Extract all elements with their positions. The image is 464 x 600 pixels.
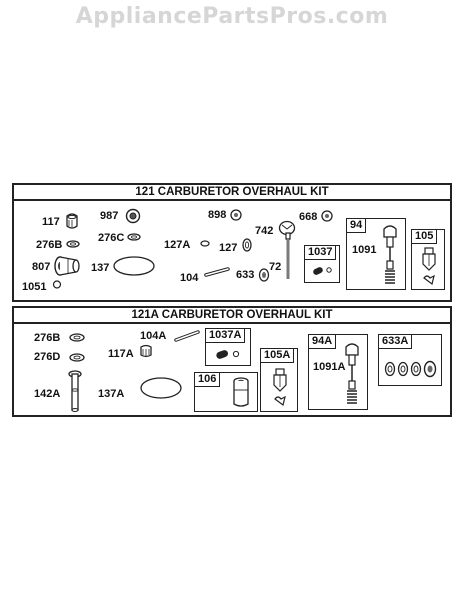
box-106: 106 (194, 372, 258, 412)
label-104: 104 (180, 272, 199, 284)
box-94-label: 94 (346, 218, 367, 233)
part-1051-drawing (52, 280, 62, 289)
label-117: 117 (42, 216, 60, 228)
kit-121-title: 121 CARBURETOR OVERHAUL KIT (14, 185, 450, 201)
part-72-drawing (285, 232, 291, 279)
box-94: 94 1091 (346, 218, 406, 290)
part-276b-drawing (66, 240, 80, 248)
label-104a: 104A (140, 330, 167, 342)
part-1037a-drawing (216, 350, 240, 359)
label-1091a: 1091A (313, 361, 346, 373)
box-633a-label: 633A (378, 334, 413, 349)
box-94a-label: 94A (308, 334, 337, 349)
part-105-drawing (422, 247, 436, 286)
label-987: 987 (100, 210, 119, 222)
label-276b-a: 276B (34, 332, 61, 344)
part-668-drawing (321, 210, 333, 222)
label-276b: 276B (36, 239, 63, 251)
watermark: AppliancePartsPros.com (75, 4, 389, 29)
part-117-drawing (66, 213, 78, 229)
label-898: 898 (208, 209, 227, 221)
part-137-drawing (113, 256, 155, 276)
part-127a-drawing (200, 240, 210, 247)
part-117a-drawing (140, 344, 152, 358)
part-276b-a-drawing (69, 333, 85, 342)
label-742: 742 (255, 225, 274, 237)
part-142a-drawing (68, 370, 82, 413)
label-276d: 276D (34, 351, 61, 363)
part-137a-drawing (140, 377, 182, 399)
box-105: 105 (411, 229, 445, 290)
part-104a-drawing (174, 330, 200, 342)
part-987-drawing (125, 208, 141, 224)
part-106-drawing (233, 377, 249, 407)
label-1051: 1051 (22, 281, 47, 293)
label-668: 668 (299, 211, 318, 223)
part-94a-drawing (345, 343, 359, 404)
part-1037-drawing (313, 267, 332, 275)
part-127-drawing (242, 238, 252, 252)
label-807: 807 (32, 261, 51, 273)
label-127a: 127A (164, 239, 191, 251)
box-105-label: 105 (411, 229, 438, 244)
part-898-drawing (230, 209, 242, 221)
label-127: 127 (219, 242, 238, 254)
box-1037a: 1037A (205, 328, 251, 366)
label-137a: 137A (98, 388, 125, 400)
box-633a: 633A (378, 334, 442, 386)
label-276c: 276C (98, 232, 125, 244)
part-94-drawing (383, 225, 397, 284)
box-1037: 1037 (304, 245, 340, 283)
label-633: 633 (236, 269, 255, 281)
kit-121-panel: 121 CARBURETOR OVERHAUL KIT 117 987 898 … (12, 183, 452, 302)
part-276d-drawing (69, 353, 85, 362)
box-1037a-label: 1037A (205, 328, 246, 343)
kit-121a-panel: 121A CARBURETOR OVERHAUL KIT 276B 104A 2… (12, 306, 452, 417)
box-94a: 94A 1091A (308, 334, 368, 410)
label-137: 137 (91, 262, 110, 274)
box-106-label: 106 (194, 372, 221, 387)
part-104-drawing (204, 267, 230, 277)
kit-121a-title: 121A CARBURETOR OVERHAUL KIT (14, 308, 450, 324)
part-807-drawing (54, 256, 80, 276)
part-742-drawing (278, 220, 296, 236)
part-633-drawing (258, 268, 270, 282)
part-276c-drawing (127, 233, 141, 241)
label-1091: 1091 (352, 244, 377, 256)
label-117a: 117A (108, 348, 134, 360)
part-105a-drawing (273, 368, 287, 407)
label-142a: 142A (34, 388, 61, 400)
label-72: 72 (269, 261, 282, 273)
box-105a: 105A (260, 348, 298, 412)
box-105a-label: 105A (260, 348, 295, 363)
box-1037-label: 1037 (304, 245, 337, 260)
part-633a-drawing (384, 360, 437, 378)
